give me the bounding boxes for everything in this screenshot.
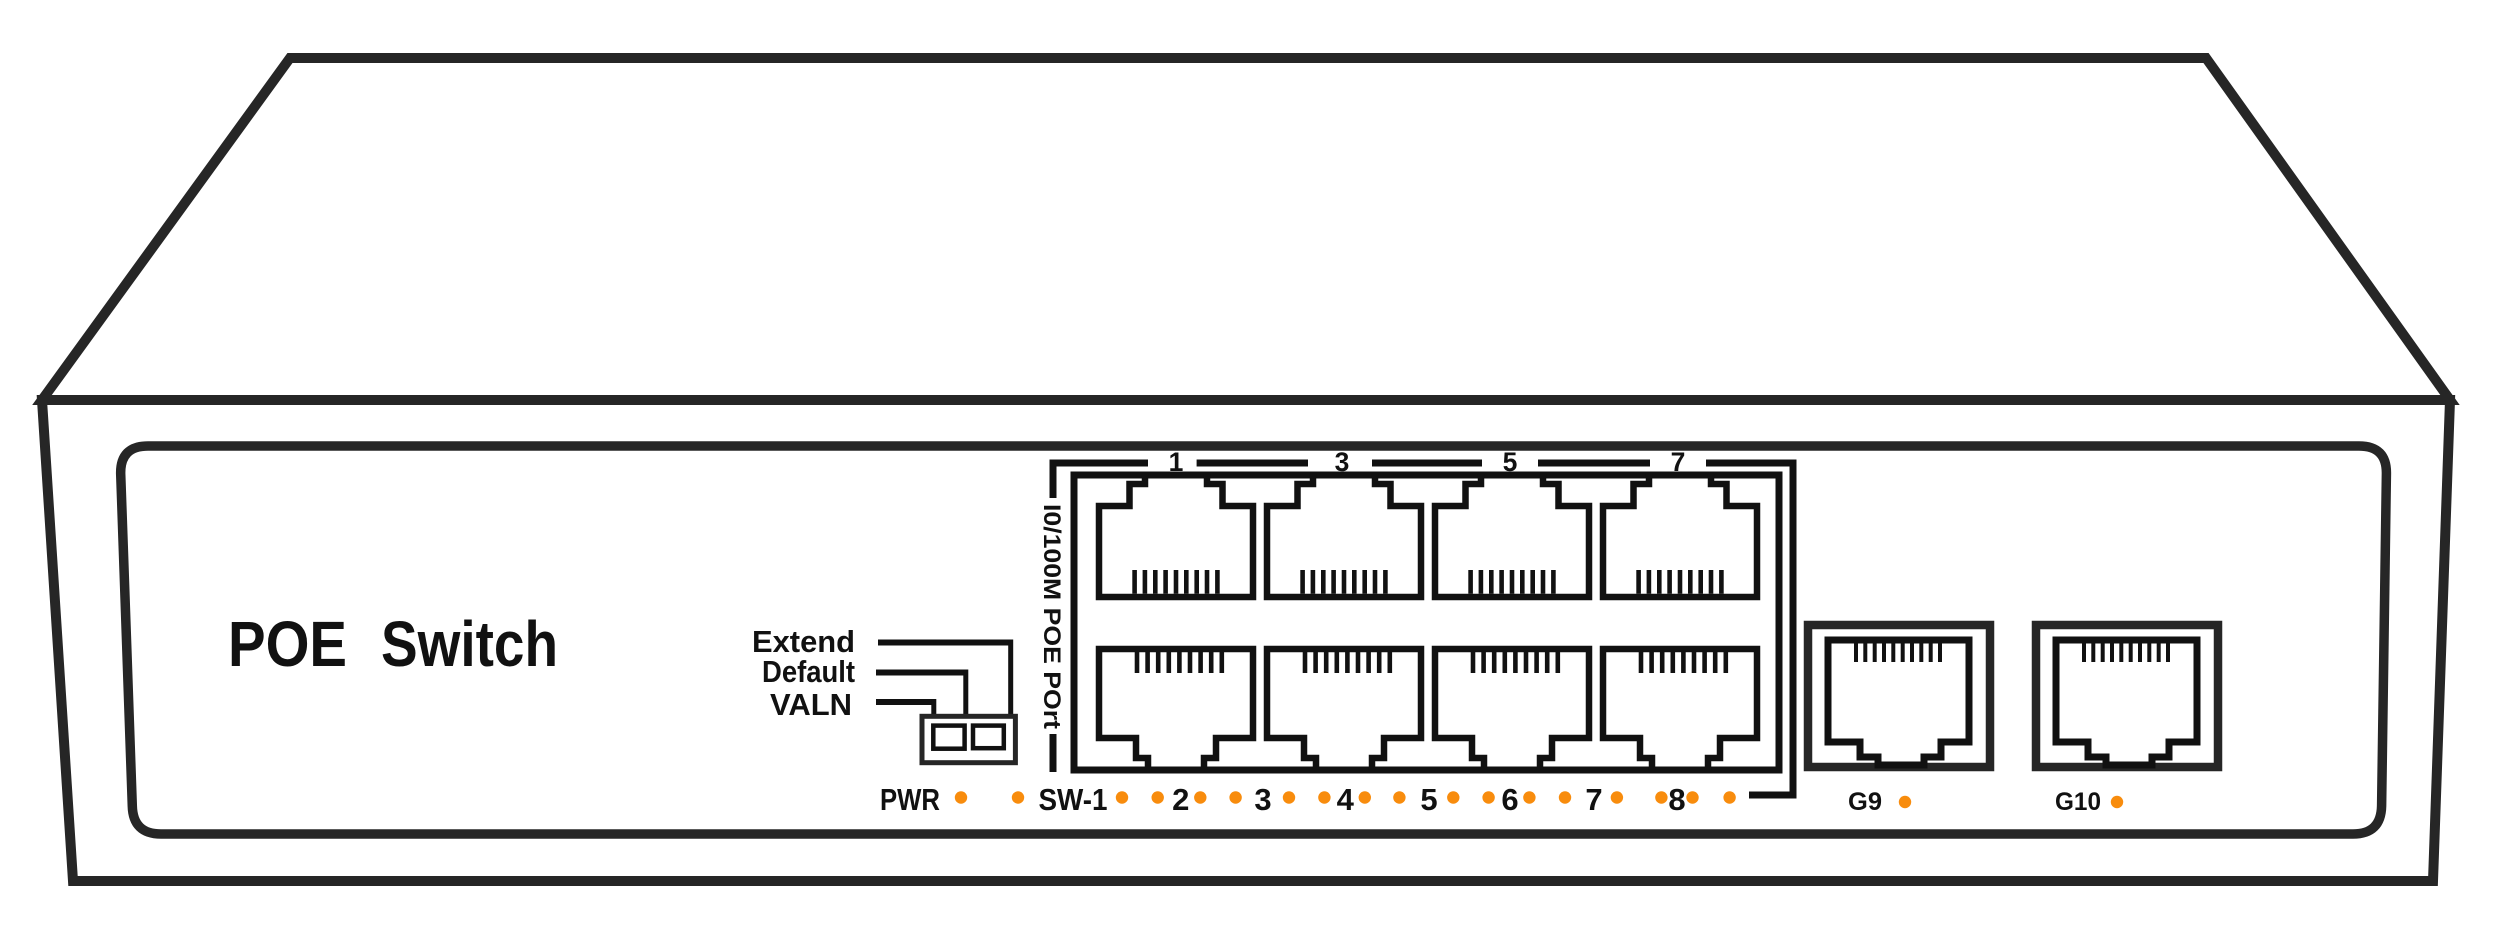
svg-text:7: 7 xyxy=(1585,782,1602,817)
svg-text:G9: G9 xyxy=(1848,788,1882,816)
svg-text:G10: G10 xyxy=(2055,788,2101,816)
svg-text:1: 1 xyxy=(1169,447,1184,477)
svg-text:6: 6 xyxy=(1501,782,1518,817)
svg-text:VALN: VALN xyxy=(770,687,852,722)
svg-text:3: 3 xyxy=(1335,447,1350,477)
svg-text:POE: POE xyxy=(228,608,347,680)
svg-text:5: 5 xyxy=(1420,782,1437,817)
svg-text:8: 8 xyxy=(1668,782,1685,817)
svg-text:Extend: Extend xyxy=(752,624,855,659)
svg-text:2: 2 xyxy=(1172,782,1189,817)
svg-text:Default: Default xyxy=(762,654,855,689)
svg-text:4: 4 xyxy=(1337,782,1355,817)
svg-text:3: 3 xyxy=(1254,782,1271,817)
svg-text:7: 7 xyxy=(1671,447,1686,477)
svg-text:SW-1: SW-1 xyxy=(1039,782,1108,817)
svg-text:5: 5 xyxy=(1503,447,1518,477)
svg-text:I0/100M POE POrt: I0/100M POE POrt xyxy=(1038,504,1065,729)
svg-text:Switch: Switch xyxy=(381,608,558,680)
svg-text:PWR: PWR xyxy=(880,782,940,817)
